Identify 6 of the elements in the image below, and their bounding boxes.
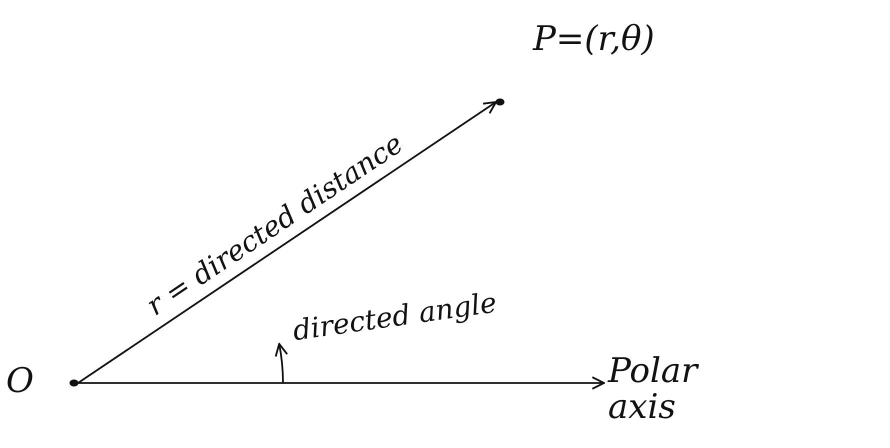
point-label: Polar axis	[608, 354, 700, 426]
point-label: O	[6, 364, 34, 400]
angle-label: directed angle	[290, 286, 499, 348]
point-label: P=(r,θ)	[533, 22, 655, 58]
arrow	[78, 101, 497, 384]
arrow	[78, 376, 605, 390]
